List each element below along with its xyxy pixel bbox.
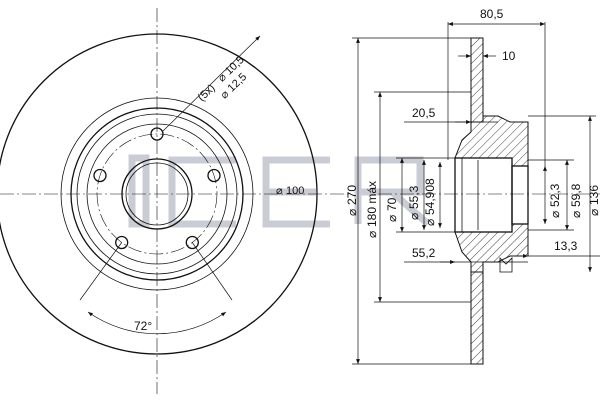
friction-ring-inner-edge	[60, 97, 254, 291]
center-bore-inner	[125, 162, 189, 226]
friction-diameter-value: 180 máx	[365, 181, 379, 227]
dia-symbol-136: ⌀	[587, 209, 600, 216]
bolt-pitch-circle	[96, 133, 218, 255]
angle-arc	[87, 311, 227, 335]
bolt-hole	[150, 127, 164, 141]
dia-symbol-54-908: ⌀	[423, 219, 437, 226]
bore-diameter-2-value: 54,908	[423, 178, 437, 215]
bore-diameter-1-value: 55,3	[407, 185, 421, 209]
flange-diameter-value: 136	[587, 185, 600, 205]
disc-outer-edge	[0, 33, 318, 355]
front-view: (5x) ⌀ 10,5 ⌀ 12,5 ⌀ 100 72°	[0, 8, 352, 394]
bolt-hole	[185, 235, 199, 250]
pitch-circle-diameter: 100	[286, 185, 304, 197]
side-section-view: 80,5 10 20,5 55,2 13,3	[345, 7, 600, 365]
dia-symbol-59-8: ⌀	[569, 211, 583, 218]
bolt-hole-leader	[162, 35, 261, 132]
outer-diameter-value: 270	[345, 185, 359, 205]
bolt-hole	[207, 168, 221, 183]
hub-diameter-value: 70	[385, 197, 399, 211]
center-bore-outer	[121, 158, 193, 230]
disc-plate-lower	[470, 271, 484, 365]
bolt-hole	[93, 168, 107, 183]
dia-symbol-52-3: ⌀	[548, 211, 562, 218]
hat-outer-edge	[70, 107, 244, 281]
dia-symbol-270: ⌀	[345, 209, 359, 216]
angle-leader-right	[192, 242, 233, 301]
bolt-hole	[115, 235, 129, 250]
disc-plate-upper	[470, 37, 484, 123]
inner-diameter-2-value: 59,8	[569, 183, 583, 207]
dia-symbol-70: ⌀	[385, 215, 399, 222]
rim-depth-value: 13,3	[554, 239, 578, 253]
bearing-seat	[511, 165, 529, 225]
hub-section-lower	[454, 223, 529, 273]
bolt-count-label: (5x)	[196, 82, 218, 104]
dia-symbol-55-3: ⌀	[407, 213, 421, 220]
hat-step-edge	[76, 113, 238, 275]
hub-bore	[454, 157, 513, 233]
disc-thickness-value: 10	[502, 49, 516, 63]
hub-flange-edge	[86, 123, 228, 265]
hub-depth-value: 55,2	[412, 246, 436, 260]
total-height-value: 80,5	[480, 7, 504, 21]
angle-leader-left	[79, 242, 122, 301]
dia-symbol-180: ⌀	[365, 231, 379, 238]
dia-symbol-pcd: ⌀	[276, 185, 283, 197]
abs-ring-detail	[499, 257, 513, 273]
inner-diameter-1-value: 52,3	[548, 183, 562, 207]
bolt-angle: 72°	[134, 319, 152, 333]
bolt-holes	[93, 127, 221, 250]
hub-offset-value: 20,5	[412, 106, 436, 120]
